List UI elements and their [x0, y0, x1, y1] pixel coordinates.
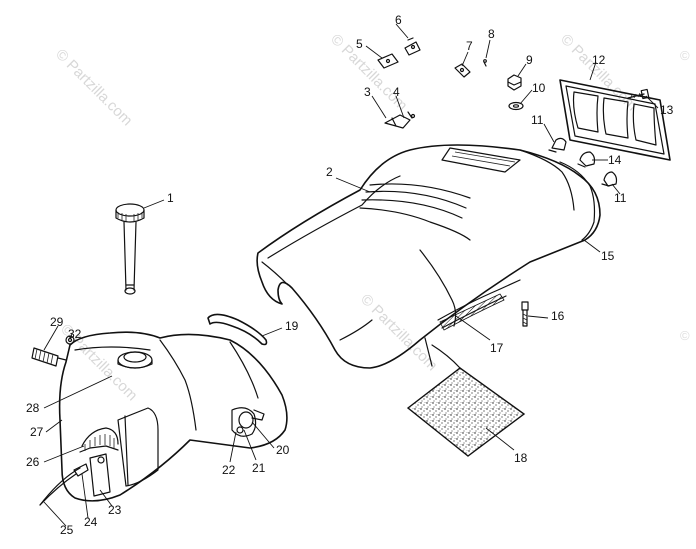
callout-7: 7	[466, 39, 473, 53]
part-12-taillight-frame	[559, 79, 671, 161]
callout-numbers: 1 2 3 4 5 6 7 8 9 10 11 11 12 13 14 15 1…	[26, 13, 674, 537]
callout-3: 3	[364, 85, 371, 99]
callout-13: 13	[660, 103, 674, 117]
callout-12: 12	[592, 53, 606, 67]
callout-20: 20	[276, 443, 290, 457]
callout-22: 22	[222, 463, 236, 477]
part-18-foam-pad	[406, 344, 526, 457]
watermark-copyright-1: ©	[680, 48, 690, 63]
callout-16: 16	[551, 309, 565, 323]
part-13-screw	[627, 88, 650, 100]
callout-15: 15	[601, 249, 615, 263]
callout-10: 10	[532, 81, 546, 95]
callout-24: 24	[84, 515, 98, 529]
watermark-copyright-2: ©	[680, 328, 690, 343]
leader-lines	[43, 23, 659, 527]
callout-9: 9	[526, 53, 533, 67]
callout-11-a: 11	[531, 113, 544, 127]
part-19-strap	[207, 313, 268, 346]
callout-6: 6	[395, 13, 402, 27]
callout-11-b: 11	[614, 191, 627, 205]
callout-2: 2	[326, 165, 333, 179]
callout-29: 29	[50, 315, 64, 329]
callout-32: 32	[68, 327, 82, 341]
callout-27: 27	[30, 425, 44, 439]
callout-19: 19	[285, 319, 299, 333]
callout-23: 23	[108, 503, 122, 517]
callout-8: 8	[488, 27, 495, 41]
part-16-bolt	[521, 301, 529, 327]
callout-5: 5	[356, 37, 363, 51]
parts-3-6-brackets	[377, 37, 421, 129]
part-1-filler-gauge	[115, 203, 145, 295]
callout-18: 18	[514, 451, 528, 465]
callout-14: 14	[608, 153, 622, 167]
parts-7-8-plate	[454, 59, 487, 78]
callout-4: 4	[393, 85, 400, 99]
callout-17: 17	[490, 341, 504, 355]
parts-9-10-nut-washer	[507, 74, 524, 111]
callout-26: 26	[26, 455, 40, 469]
callout-28: 28	[26, 401, 40, 415]
callout-21: 21	[252, 461, 266, 475]
callout-1: 1	[167, 191, 174, 205]
part-2-seat	[256, 144, 601, 369]
parts-11-14-bulbs	[548, 137, 618, 187]
watermark-1: © Partzilla.com	[52, 46, 135, 129]
fuel-tank	[31, 331, 288, 506]
callout-25: 25	[60, 523, 74, 537]
